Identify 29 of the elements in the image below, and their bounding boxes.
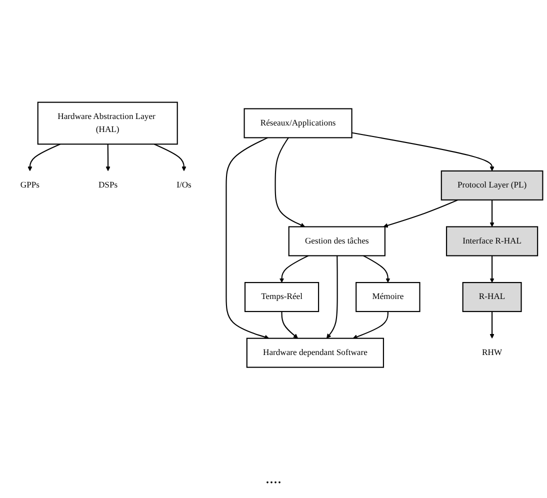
arrow (106, 144, 110, 172)
ellipsis-note: .... (266, 470, 282, 487)
node-box: Hardware dependant Software (246, 338, 384, 368)
arrow (28, 144, 60, 172)
node-box: Interface R-HAL (446, 226, 538, 256)
node-text: GPPs (20, 180, 40, 190)
node-box: Protocol Layer (PL) (440, 170, 544, 201)
arrow (326, 256, 338, 339)
node-text: DSPs (98, 180, 118, 190)
node-text: RHW (482, 348, 502, 358)
arrow (490, 200, 494, 228)
node-box: Gestion des tâches (288, 226, 386, 256)
arrow (352, 312, 388, 340)
node-box: Temps-Réel (244, 282, 320, 312)
arrow (226, 137, 270, 340)
arrow (274, 138, 306, 228)
arrow (490, 312, 494, 339)
node-box: Mémoire (356, 282, 420, 312)
node-box: R-HAL (462, 282, 522, 312)
arrow (279, 255, 309, 283)
arrow (352, 132, 494, 172)
arrow (281, 312, 298, 339)
arrow (363, 255, 390, 283)
node-box: Hardware Abstraction Layer (HAL) (37, 102, 178, 145)
arrow (490, 256, 494, 283)
node-text: I/Os (176, 180, 192, 190)
arrow (383, 200, 458, 228)
arrow (154, 144, 186, 172)
node-box: Réseaux/Applications (244, 108, 352, 138)
